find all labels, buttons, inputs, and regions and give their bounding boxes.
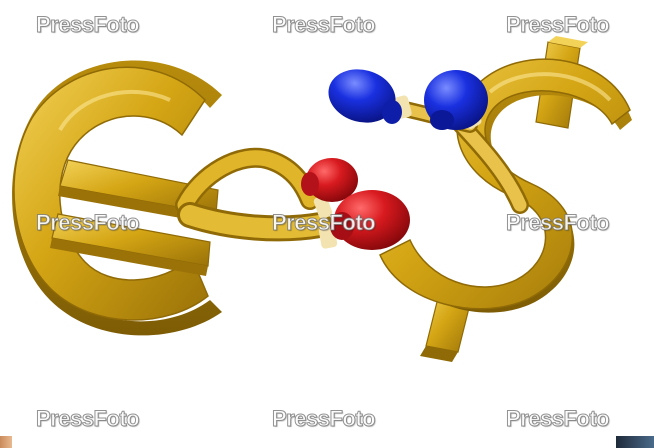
thumbnail-left-edge[interactable] (0, 436, 12, 448)
watermark: PressFoto (35, 12, 140, 37)
euro-arc-extrusion (12, 60, 222, 336)
blue-boxing-gloves (328, 69, 488, 130)
watermark: PressFoto (35, 210, 140, 235)
watermark: PressFoto (505, 406, 610, 431)
watermark: PressFoto (505, 210, 610, 235)
watermark: PressFoto (271, 210, 376, 235)
euro-arc (13, 66, 209, 321)
watermark: PressFoto (505, 12, 610, 37)
watermark: PressFoto (271, 406, 376, 431)
watermark: PressFoto (271, 12, 376, 37)
red-boxing-gloves (301, 158, 410, 250)
dollar-sign (379, 36, 632, 362)
thumbnail-right-edge[interactable] (616, 436, 654, 448)
red-glove-lower (334, 190, 410, 250)
watermark: PressFoto (35, 406, 140, 431)
blue-glove-left (328, 69, 396, 123)
red-glove-upper (306, 158, 358, 202)
